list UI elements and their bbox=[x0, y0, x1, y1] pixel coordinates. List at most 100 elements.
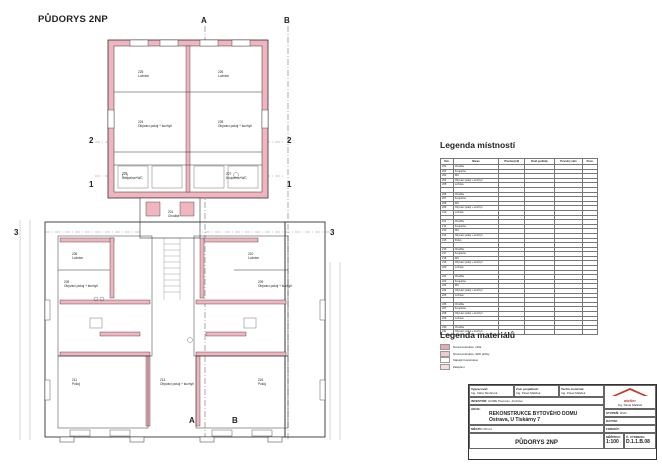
tb-label: Techn. kontrola: bbox=[561, 386, 585, 391]
room-number: 224 bbox=[138, 120, 144, 124]
material-swatch bbox=[440, 357, 450, 364]
room-name: Ložnice bbox=[72, 256, 83, 260]
tb-label: MĚŘÍTKO: bbox=[606, 434, 621, 439]
grid-mark-2-left: 2 bbox=[89, 136, 94, 145]
material-swatch bbox=[440, 344, 450, 351]
tb-label: MĚSTO: bbox=[471, 426, 483, 431]
tb-drawing-name: PŮDORYS 2NP bbox=[515, 439, 558, 446]
section-mark-a-bottom: A bbox=[189, 416, 195, 425]
tb-label: Č. VÝKRESU: bbox=[626, 434, 646, 439]
tb-akce: AKCE: REKONSTRUKCE BYTOVÉHO DOMU Ostrava… bbox=[469, 405, 604, 425]
room-name: Obývací pokoj + kuchyň bbox=[138, 124, 172, 128]
legend-material-item: Nová konstrukce, SDK příčky bbox=[440, 350, 490, 358]
material-swatch bbox=[440, 350, 450, 357]
tb-vypracoval: Vypracoval: Ing. Klára Skuhrová bbox=[469, 385, 514, 397]
tb-drawing-name-cell: PŮDORYS 2NP bbox=[469, 433, 604, 449]
tb-akce-line1: REKONSTRUKCE BYTOVÉHO DOMU bbox=[489, 410, 578, 417]
legend-materials-title: Legenda materiálů bbox=[440, 330, 516, 340]
room-number: 213 bbox=[160, 378, 166, 382]
room-number: 226 bbox=[218, 70, 224, 74]
legend-material-item: Stávající konstrukce bbox=[440, 357, 489, 364]
floor-plan bbox=[19, 26, 341, 443]
grid-mark-1-left: 1 bbox=[89, 180, 94, 189]
table-cell bbox=[582, 329, 598, 335]
room-name: Obývací pokoj + kuchyň bbox=[64, 284, 98, 288]
tb-value: Přívoz bbox=[483, 426, 492, 431]
tb-label: Zod. projektant: bbox=[516, 386, 539, 391]
material-label: Stávající konstrukce bbox=[453, 358, 479, 363]
tb-label: DATUM: bbox=[606, 418, 618, 423]
tb-label: INVESTOR: bbox=[471, 398, 488, 403]
tb-investor: INVESTOR: HOME Premium, družstvo bbox=[469, 397, 604, 405]
table-header-cell: Plocha [m2] bbox=[498, 158, 526, 165]
tb-stupen: STUPEŇ: DUR bbox=[604, 409, 656, 417]
upper-wing bbox=[107, 39, 269, 199]
room-name: Ložnice bbox=[218, 74, 229, 78]
tb-value: Ing. Klára Skuhrová bbox=[471, 390, 498, 395]
room-number: 209 bbox=[258, 280, 264, 284]
tb-format: FORMÁT: bbox=[604, 425, 656, 433]
tb-akce-line2: Ostrava, U Tiskárny 7 bbox=[489, 416, 541, 423]
tb-value: 1:100 bbox=[606, 438, 619, 445]
room-name: Ložnice bbox=[248, 256, 259, 260]
section-mark-b-top: B bbox=[284, 16, 290, 25]
legend-rooms-title: Legenda místností bbox=[440, 140, 516, 150]
tb-value: Ing. Pavel Maliček bbox=[561, 390, 586, 395]
room-number: 206 bbox=[72, 252, 78, 256]
room-name: Obývací pokoj + kuchyň bbox=[160, 382, 194, 386]
tb-label: STUPEŇ: bbox=[606, 410, 620, 415]
material-swatch bbox=[440, 363, 450, 370]
logo-text: atelier bbox=[624, 397, 636, 403]
section-mark-a-top: A bbox=[201, 16, 207, 25]
lower-wing bbox=[44, 221, 326, 443]
grid-mark-1-right: 1 bbox=[287, 180, 292, 189]
tb-techn-kontrola: Techn. kontrola: Ing. Pavel Maliček bbox=[559, 385, 604, 397]
table-cell bbox=[553, 329, 584, 335]
title-block: Vypracoval: Ing. Klára Skuhrová Zod. pro… bbox=[468, 384, 657, 460]
room-number: 216 bbox=[258, 378, 264, 382]
room-number: 227 bbox=[226, 172, 232, 176]
room-name: Koupelna+WC bbox=[122, 176, 143, 180]
room-name: Obývací pokoj + kuchyň bbox=[258, 284, 292, 288]
room-number: 211 bbox=[72, 378, 78, 382]
room-name: Chodba bbox=[168, 214, 180, 218]
room-number: 223 bbox=[122, 172, 128, 176]
tb-value: HOME Premium, družstvo bbox=[488, 398, 523, 403]
table-cell bbox=[524, 329, 555, 335]
table-cell bbox=[498, 329, 526, 335]
room-number: 225 bbox=[138, 70, 144, 74]
room-name: Obývací pokoj + kuchyň bbox=[218, 124, 252, 128]
table-header-cell: Druh podlahy bbox=[524, 158, 555, 165]
tb-label: Vypracoval: bbox=[471, 386, 488, 391]
material-label: Nová konstrukce, SDK příčky bbox=[453, 351, 490, 356]
legend-material-item: Zateplení bbox=[440, 363, 489, 371]
grid-mark-3-left: 3 bbox=[14, 228, 19, 237]
room-number: 228 bbox=[218, 120, 224, 124]
stair-core bbox=[139, 197, 201, 300]
tb-mesto: MĚSTO: Přívoz bbox=[469, 425, 604, 433]
grid-mark-2-right: 2 bbox=[287, 136, 292, 145]
tb-value: DUR bbox=[620, 410, 627, 415]
company-line: Ing. Pavel Maliček bbox=[617, 402, 643, 407]
tb-cislo: Č. VÝKRESU: D.1.1.B.08 bbox=[624, 433, 656, 449]
material-label: Zateplení bbox=[453, 364, 465, 369]
drawing-title: PŮDORYS 2NP bbox=[38, 14, 108, 25]
room-number: 210 bbox=[248, 252, 254, 256]
section-mark-b-bottom: B bbox=[232, 416, 238, 425]
